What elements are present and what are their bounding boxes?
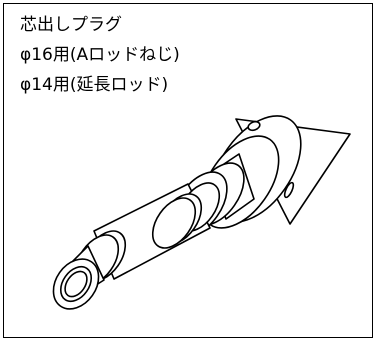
doc-title: 芯出しプラグ [20,15,122,35]
text-block: 芯出しプラグ φ16用(Aロッドねじ) φ14用(延長ロッド) [20,10,180,100]
spec-line-1: φ16用(Aロッドねじ) [20,45,180,65]
document-frame: 芯出しプラグ φ16用(Aロッドねじ) φ14用(延長ロッド) [3,3,373,338]
centering-plug-icon [52,115,351,310]
spec-line-2: φ14用(延長ロッド) [20,75,169,95]
